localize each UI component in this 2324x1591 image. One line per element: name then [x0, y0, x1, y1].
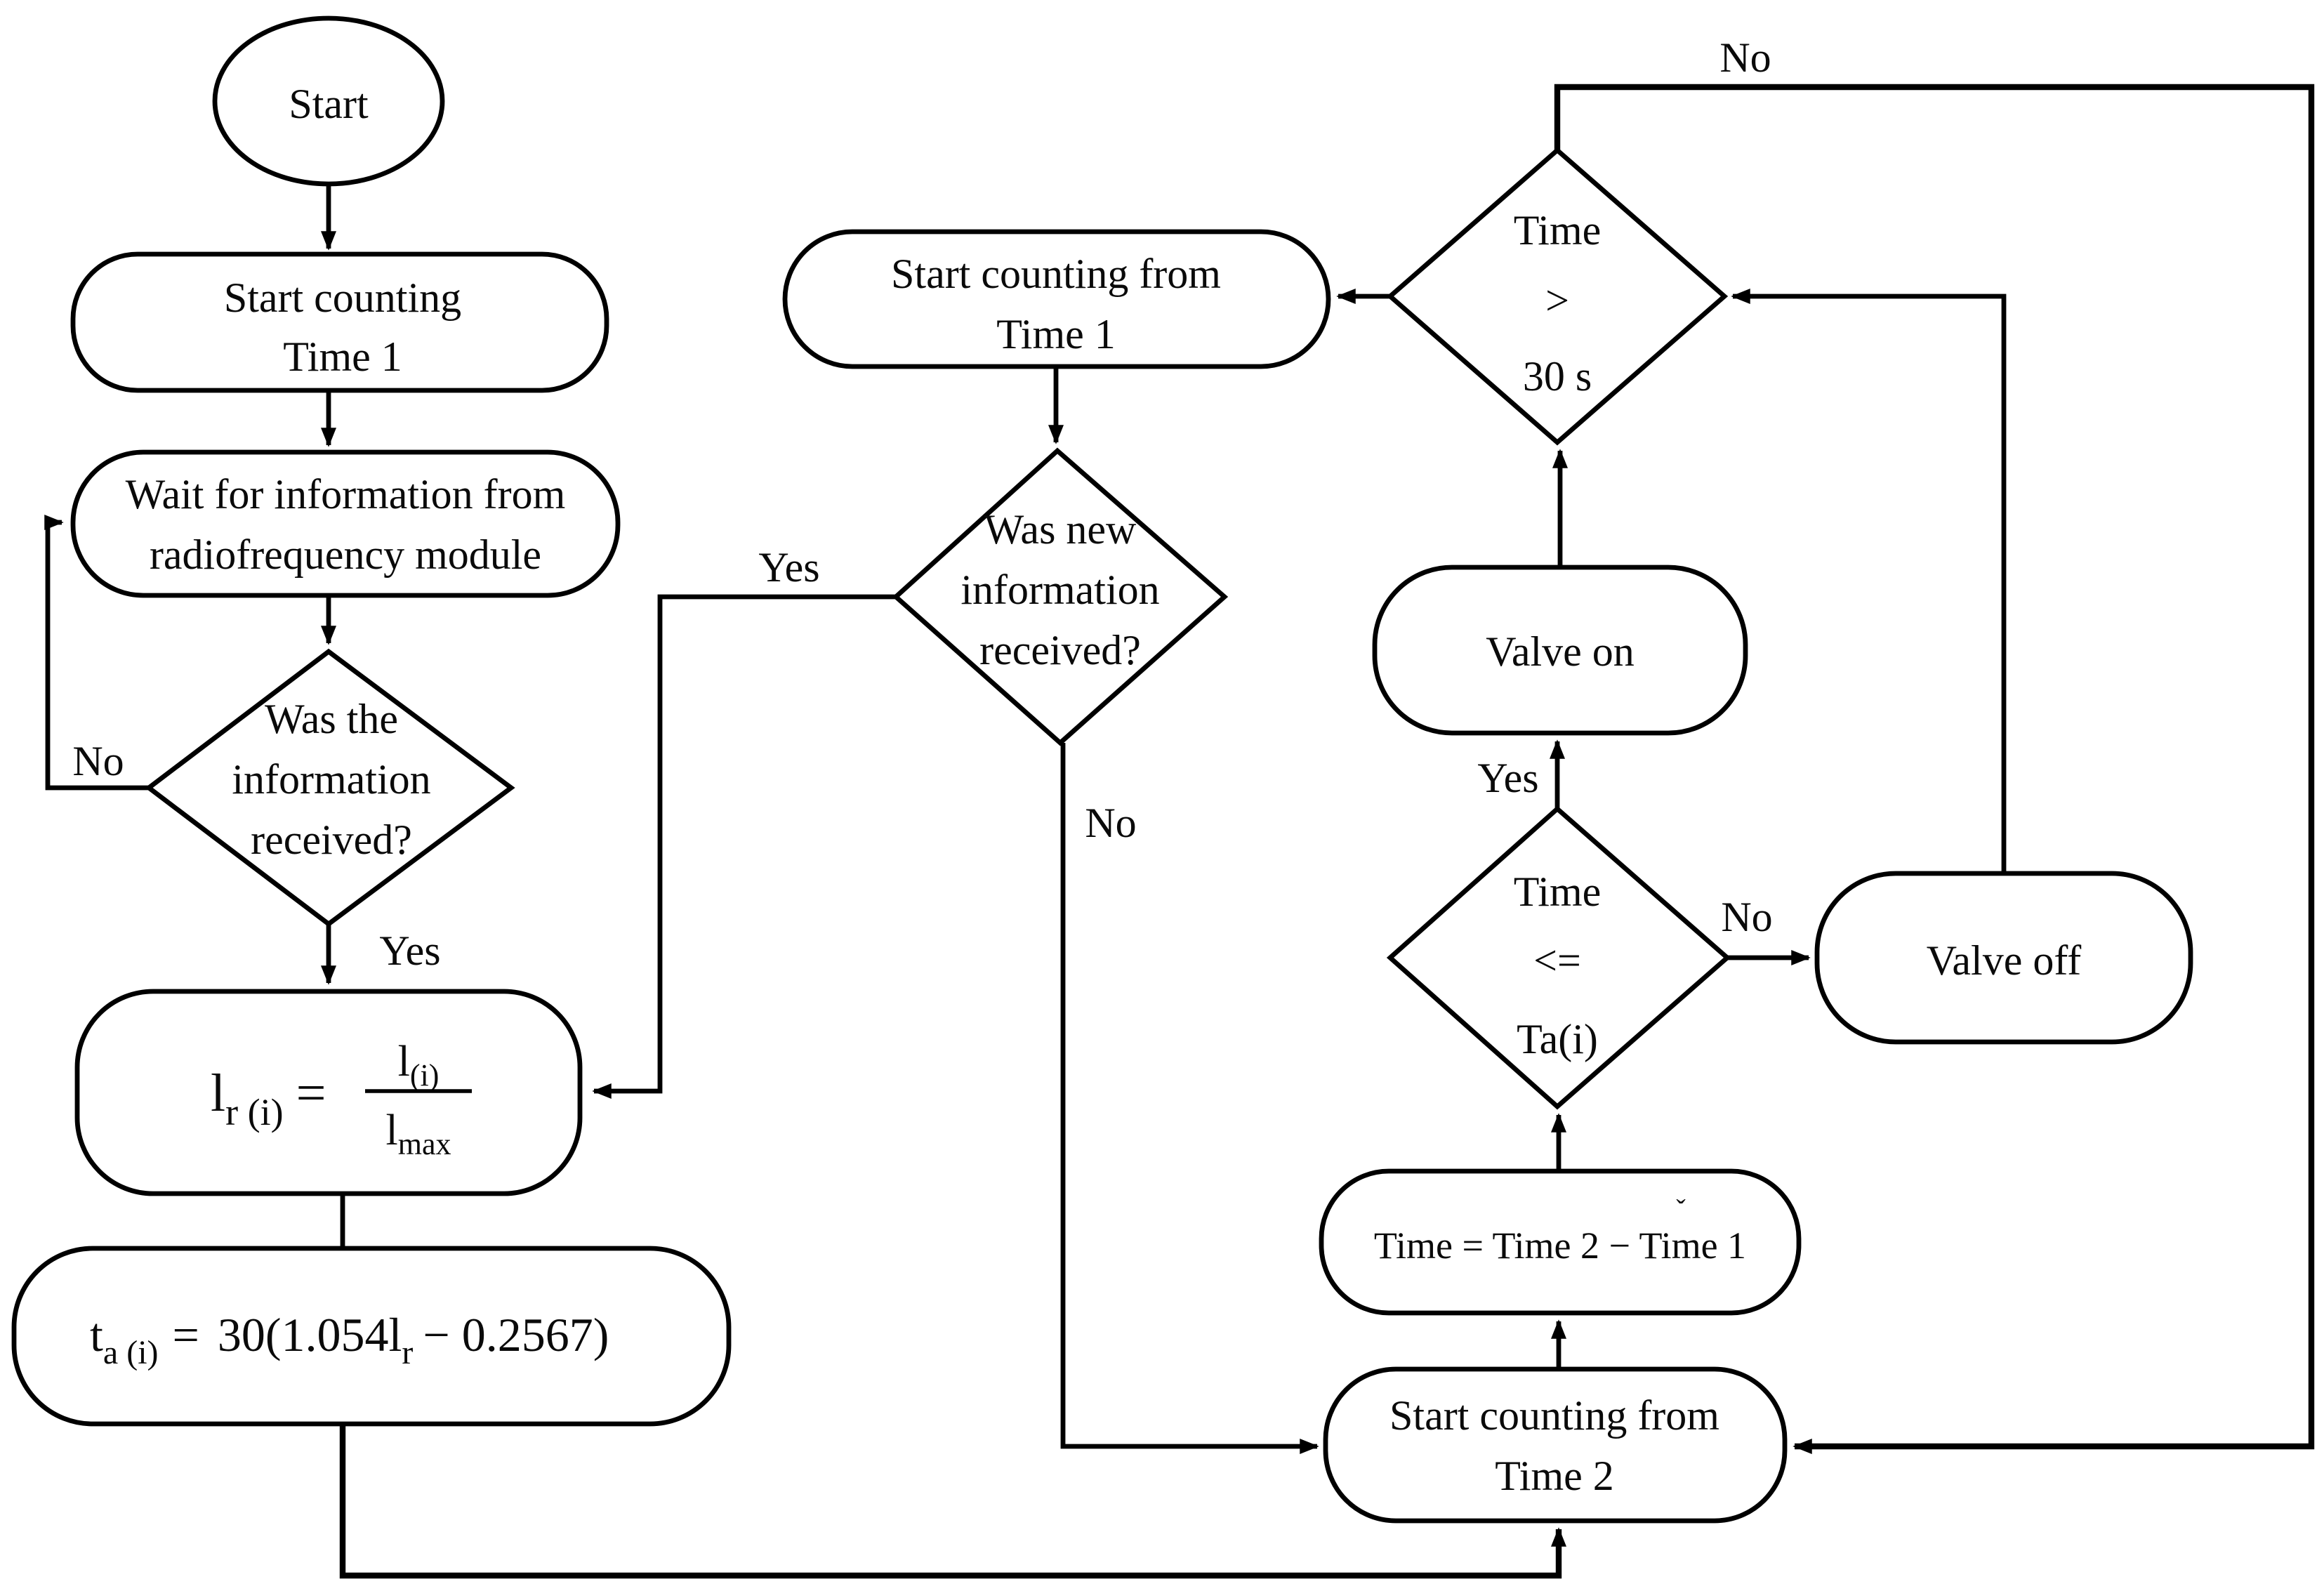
inforeceived-line3: received?: [251, 817, 412, 863]
timeta-line3: Ta(i): [1517, 1016, 1598, 1062]
label-yes-inforeceived: Yes: [379, 927, 440, 974]
count1-line1: Start counting: [224, 275, 461, 321]
newinfo-line2: information: [960, 567, 1159, 613]
newinfo-line1: Was new: [984, 506, 1137, 553]
new-information-decision: [892, 447, 1229, 746]
arrow-newinfo-no-to-countfrom2: [1060, 743, 1319, 1454]
time-gt-30s-decision: [1386, 147, 1729, 446]
wait-line1: Wait for information from: [126, 471, 566, 517]
time-le-ta-decision: [1386, 805, 1731, 1110]
lr-formula-main: lr (i)=: [211, 1064, 326, 1133]
lr-formula-node: [74, 989, 583, 1196]
start-label: Start: [289, 81, 369, 127]
count1-line2: Time 1: [283, 334, 402, 380]
newinfo-line3: received?: [979, 627, 1141, 673]
start-counting-time1-node: [70, 251, 609, 393]
lr-formula-numerator: l(i): [398, 1038, 440, 1092]
time-diff-node: [1319, 1168, 1802, 1316]
start-counting-from-time2-node: [1323, 1366, 1788, 1524]
label-no-newinfo: No: [1085, 800, 1136, 846]
start-terminator: [212, 15, 445, 187]
timeta-line1: Time: [1514, 869, 1602, 915]
inforeceived-line2: information: [232, 756, 430, 803]
valve-on-node: [1372, 565, 1748, 736]
wait-line2: radiofrequency module: [150, 532, 541, 578]
time30-line1: Time: [1514, 207, 1602, 253]
timediff-artifact-mark: ˇ: [1676, 1194, 1686, 1225]
timediff-label: Time = Time 2 − Time 1: [1374, 1224, 1746, 1267]
time30-line2: >: [1545, 277, 1569, 324]
countfrom2-line1: Start counting from: [1389, 1392, 1719, 1439]
label-yes-timeta: Yes: [1477, 755, 1538, 801]
start-counting-from-time1-node: [782, 229, 1331, 369]
arrow-newinfo-yes-to-lr: [592, 594, 896, 1099]
timeta-line2: <=: [1533, 937, 1581, 984]
arrow-inforeceived-no-loop: [44, 515, 149, 791]
ta-formula: ta (i)=30(1.054lr− 0.2567): [90, 1308, 609, 1371]
arrow-valveoff-to-time30: [1731, 289, 2007, 873]
ta-formula-node: [11, 1246, 732, 1427]
label-yes-newinfo: Yes: [758, 544, 819, 590]
inforeceived-line1: Was the: [265, 696, 398, 742]
countfrom2-line2: Time 2: [1495, 1453, 1614, 1499]
label-no-timeta: No: [1721, 894, 1772, 940]
valve-off-node: [1814, 871, 2193, 1045]
valveoff-label: Valve off: [1927, 937, 2082, 984]
arrow-ta-to-countfrom2: [339, 1424, 1566, 1579]
label-no-time30: No: [1719, 34, 1771, 81]
valveon-label: Valve on: [1486, 628, 1635, 675]
lr-formula-denominator: lmax: [386, 1107, 451, 1161]
countfrom1-line1: Start counting from: [891, 251, 1221, 297]
countfrom1-line2: Time 1: [996, 311, 1116, 357]
information-received-decision: [145, 648, 515, 927]
time30-line3: 30 s: [1523, 353, 1592, 400]
arrow-time30-no-to-countfrom2: [1554, 84, 2315, 1454]
label-no-inforeceived: No: [72, 738, 124, 784]
wait-for-information-node: [70, 449, 621, 598]
